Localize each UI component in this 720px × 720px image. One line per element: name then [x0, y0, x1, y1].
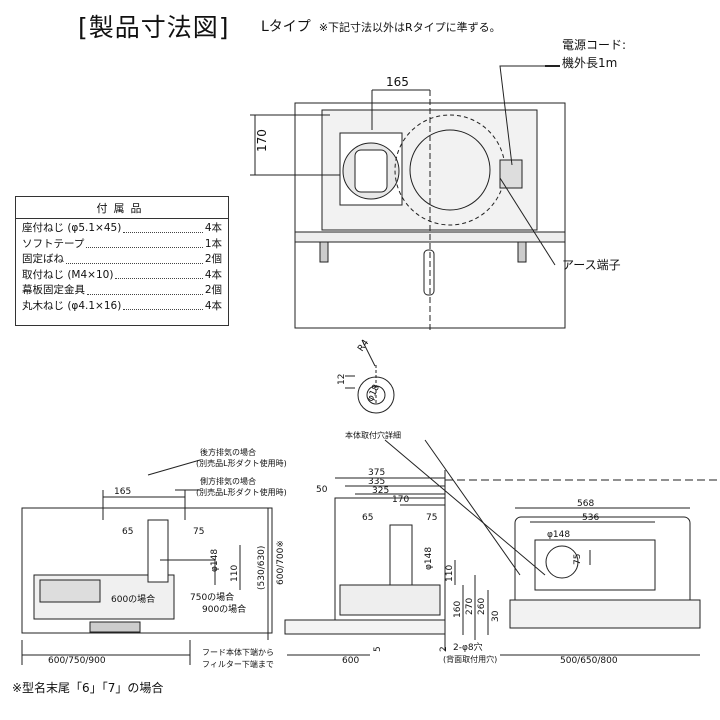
mid-170: 170	[392, 495, 409, 505]
side-dim-height: (530/630)	[257, 546, 267, 590]
hole-phi18: φ18	[366, 383, 383, 403]
hood-note-2: フィルター下端まで	[202, 659, 274, 669]
accessory-name: 丸木ねじ (φ4.1×16)	[22, 299, 122, 312]
accessories-heading: 付属品	[16, 197, 228, 219]
side-dim-height2: 600/700※	[276, 540, 286, 585]
front-568: 568	[577, 499, 594, 509]
accessory-qty: 1本	[204, 237, 222, 250]
accessory-name: 取付ねじ (M4×10)	[22, 268, 114, 281]
hole-r4: R4	[356, 338, 371, 354]
mid-110: 110	[445, 565, 455, 582]
mid-325: 325	[372, 486, 389, 496]
mid-375: 375	[368, 468, 385, 478]
front-536: 536	[582, 513, 599, 523]
front-view	[384, 439, 701, 656]
accessory-row: 取付ねじ (M4×10) 4本	[22, 268, 222, 284]
hole-detail-label: 本体取付穴詳細	[345, 430, 401, 440]
accessory-qty: 4本	[204, 222, 222, 234]
side-dim-165: 165	[114, 487, 131, 497]
back-exhaust-label: 後方排気の場合	[200, 447, 256, 457]
power-cord-label-2: 機外長1m	[562, 55, 617, 70]
mid-270: 270	[465, 598, 475, 615]
mid-30: 30	[491, 610, 501, 622]
side-width: 600/750/900	[48, 656, 106, 666]
mid-75: 75	[426, 513, 437, 523]
mid-holes: 2-φ8穴	[453, 641, 483, 653]
case-600: 600の場合	[111, 593, 155, 605]
mid-5: 5	[373, 646, 383, 652]
mid-view	[284, 470, 720, 656]
accessory-row: 固定ばね 2個	[22, 252, 222, 268]
front-75: 75	[573, 554, 583, 565]
accessory-row: 座付ねじ (φ5.1×45) 4本	[22, 221, 222, 237]
hood-note-1: フード本体下端から	[202, 647, 274, 657]
side-exhaust-sub: (別売品L形ダクト使用時)	[196, 487, 287, 497]
type-label: Lタイプ	[261, 19, 311, 35]
case-900: 900の場合	[202, 603, 246, 615]
accessory-qty: 4本	[204, 268, 222, 281]
mid-600: 600	[342, 656, 359, 666]
side-dim-65: 65	[122, 527, 133, 537]
accessory-row: 丸木ねじ (φ4.1×16) 4本	[22, 299, 222, 315]
front-phi148: φ148	[547, 530, 570, 540]
mid-160: 160	[453, 601, 463, 618]
bottom-note: ※型名末尾「6」「7」の場合	[12, 681, 164, 695]
front-width: 500/650/800	[560, 656, 618, 666]
side-dim-110: 110	[230, 565, 240, 582]
accessory-name: 座付ねじ (φ5.1×45)	[22, 222, 122, 234]
earth-terminal-label: アース端子	[562, 258, 621, 272]
mid-2: 2	[439, 646, 449, 652]
mid-50: 50	[316, 485, 328, 495]
side-view	[21, 459, 273, 665]
accessory-name: 固定ばね	[22, 253, 64, 265]
accessory-qty: 2個	[204, 253, 222, 265]
mid-holes-sub: (背面取付用穴)	[443, 654, 497, 664]
subtitle: Lタイプ ※下記寸法以外はRタイプに準ずる。	[261, 16, 501, 36]
side-dim-75: 75	[193, 527, 204, 537]
accessory-name: ソフトテープ	[22, 237, 85, 250]
accessories-table: 付属品 座付ねじ (φ5.1×45) 4本 ソフトテープ 1本 固定ばね 2個 取付ね…	[15, 196, 229, 326]
mid-phi148: φ148	[424, 547, 434, 570]
top-dim-165: 165	[386, 75, 409, 89]
side-dim-phi148: φ148	[210, 549, 220, 572]
top-view	[250, 65, 566, 330]
accessory-qty: 2個	[204, 284, 222, 296]
hole-12: 12	[337, 374, 347, 385]
mid-335: 335	[368, 477, 385, 487]
mid-260: 260	[477, 598, 487, 615]
hole-detail	[345, 339, 395, 414]
page-title: [製品寸法図]	[78, 13, 230, 42]
case-750: 750の場合	[190, 591, 234, 603]
accessory-qty: 4本	[204, 299, 222, 312]
power-cord-label-1: 電源コード:	[562, 38, 626, 52]
side-exhaust-label: 側方排気の場合	[200, 476, 256, 486]
top-dim-170: 170	[255, 129, 269, 152]
back-exhaust-sub: (別売品L形ダクト使用時)	[196, 458, 287, 468]
subtitle-note: ※下記寸法以外はRタイプに準ずる。	[318, 21, 501, 34]
mid-65: 65	[362, 513, 373, 523]
accessory-name: 幕板固定金具	[22, 284, 85, 296]
accessory-row: ソフトテープ 1本	[22, 237, 222, 253]
accessory-row: 幕板固定金具 2個	[22, 283, 222, 299]
